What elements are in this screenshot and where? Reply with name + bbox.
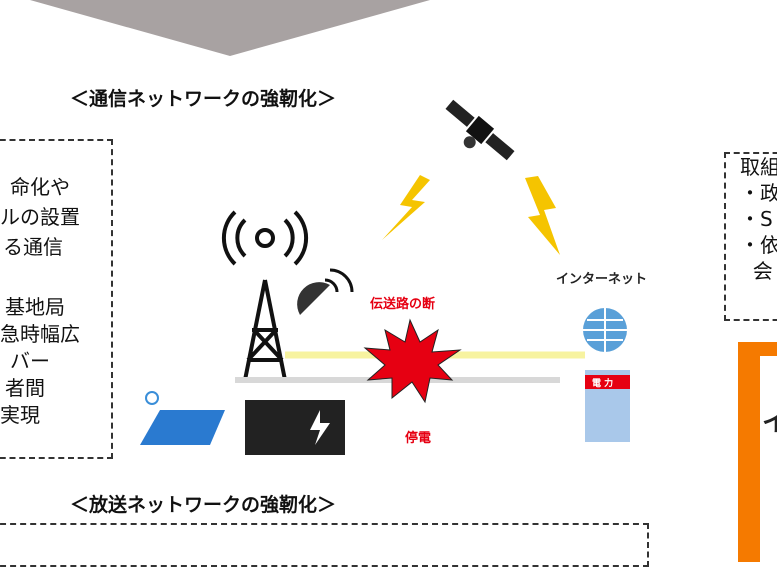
down-arrow-shape bbox=[30, 0, 430, 56]
left-line: バー bbox=[10, 349, 50, 373]
right-line: ・依 bbox=[740, 233, 777, 257]
right-line: ・S bbox=[740, 207, 773, 231]
internet-label: インターネット bbox=[556, 272, 647, 287]
network-diagram: 伝送路の断 停電 インターネット 電 力 bbox=[140, 99, 647, 455]
right-line: 会 bbox=[740, 259, 773, 283]
orange-panel-text: イ bbox=[762, 408, 777, 438]
broadcast-box bbox=[0, 523, 649, 567]
right-line: ・政 bbox=[740, 181, 777, 205]
right-text-box bbox=[724, 152, 777, 321]
solar-panel-icon bbox=[140, 391, 225, 445]
break-label: 伝送路の断 bbox=[370, 296, 435, 312]
orange-panel: イ bbox=[738, 342, 777, 576]
cell-tower-icon bbox=[221, 210, 309, 381]
satellite-icon bbox=[445, 99, 515, 161]
telecom-heading: ＜通信ネットワークの強靭化＞ bbox=[70, 88, 337, 110]
power-building-icon: 電 力 bbox=[585, 370, 630, 442]
right-line: 取組 bbox=[740, 155, 777, 179]
left-line: 基地局 bbox=[5, 295, 65, 319]
outage-label: 停電 bbox=[405, 430, 431, 446]
left-line: 命化や bbox=[10, 175, 70, 199]
left-line: 者間 bbox=[5, 376, 45, 400]
left-text-box bbox=[0, 139, 113, 459]
break-burst-icon bbox=[363, 318, 462, 404]
left-line: る通信 bbox=[3, 235, 63, 259]
lightning-right-icon bbox=[525, 176, 560, 255]
battery-icon bbox=[245, 400, 345, 455]
parabolic-antenna-icon bbox=[297, 268, 354, 315]
globe-icon bbox=[583, 308, 627, 352]
left-line: ルの設置 bbox=[0, 205, 80, 229]
left-text: 命化や ルの設置 る通信 基地局 急時幅広 バー 者間 実現 bbox=[0, 172, 100, 430]
building-sign: 電 力 bbox=[592, 377, 613, 389]
left-line: 実現 bbox=[0, 403, 40, 427]
broadcast-heading: ＜放送ネットワークの強靭化＞ bbox=[70, 494, 337, 516]
lightning-left-icon bbox=[382, 175, 430, 240]
left-line: 急時幅広 bbox=[0, 322, 80, 346]
right-text: 取組 ・政 ・S ・依 会 bbox=[740, 154, 777, 284]
